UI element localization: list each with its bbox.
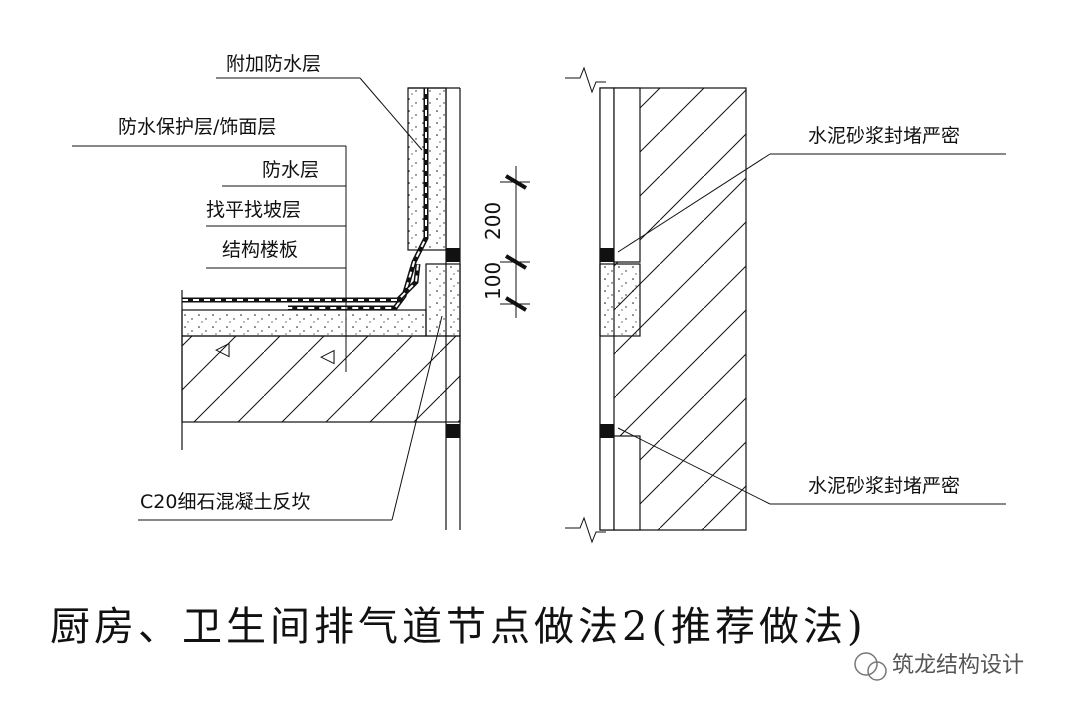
label-additional-waterproof: 附加防水层 bbox=[226, 53, 321, 75]
c20-curb bbox=[425, 263, 461, 337]
label-leveling-slope: 找平找坡层 bbox=[206, 199, 301, 221]
seal-block-left-top bbox=[446, 248, 460, 262]
leveling-layer bbox=[181, 309, 427, 337]
dim-100: 100 bbox=[481, 262, 505, 300]
label-c20-curb: C20细石混凝土反坎 bbox=[140, 491, 310, 513]
floor-layers: ◁ ◁ bbox=[181, 263, 461, 450]
waterproof-layer-line bbox=[288, 88, 429, 311]
label-protection-finish: 防水保护层/饰面层 bbox=[118, 116, 276, 138]
additional-waterproof-line bbox=[182, 263, 421, 303]
label-mortar-seal-bottom: 水泥砂浆封堵严密 bbox=[808, 475, 960, 497]
svg-text:◁: ◁ bbox=[320, 345, 335, 367]
wechat-icon bbox=[854, 652, 887, 681]
right-curb bbox=[599, 263, 641, 337]
watermark: 筑龙结构设计 bbox=[892, 653, 1024, 678]
leader-lines-right bbox=[617, 153, 1006, 505]
label-waterproof: 防水层 bbox=[262, 159, 319, 181]
drawing-title: 厨房、卫生间排气道节点做法2(推荐做法) bbox=[50, 604, 867, 650]
seal-block-right-top bbox=[600, 248, 614, 262]
label-mortar-seal-top: 水泥砂浆封堵严密 bbox=[808, 125, 960, 147]
dimension-lines: 200 100 bbox=[481, 166, 530, 318]
right-wall bbox=[565, 66, 747, 544]
seal-block-right-bottom bbox=[600, 424, 614, 438]
svg-text:◁: ◁ bbox=[215, 338, 230, 360]
left-wall bbox=[288, 87, 461, 530]
dim-200: 200 bbox=[481, 202, 505, 240]
label-structural-slab: 结构楼板 bbox=[222, 239, 298, 261]
structural-slab bbox=[181, 335, 461, 423]
seal-block-left-bottom bbox=[446, 424, 460, 438]
leader-lines-left bbox=[72, 77, 443, 521]
